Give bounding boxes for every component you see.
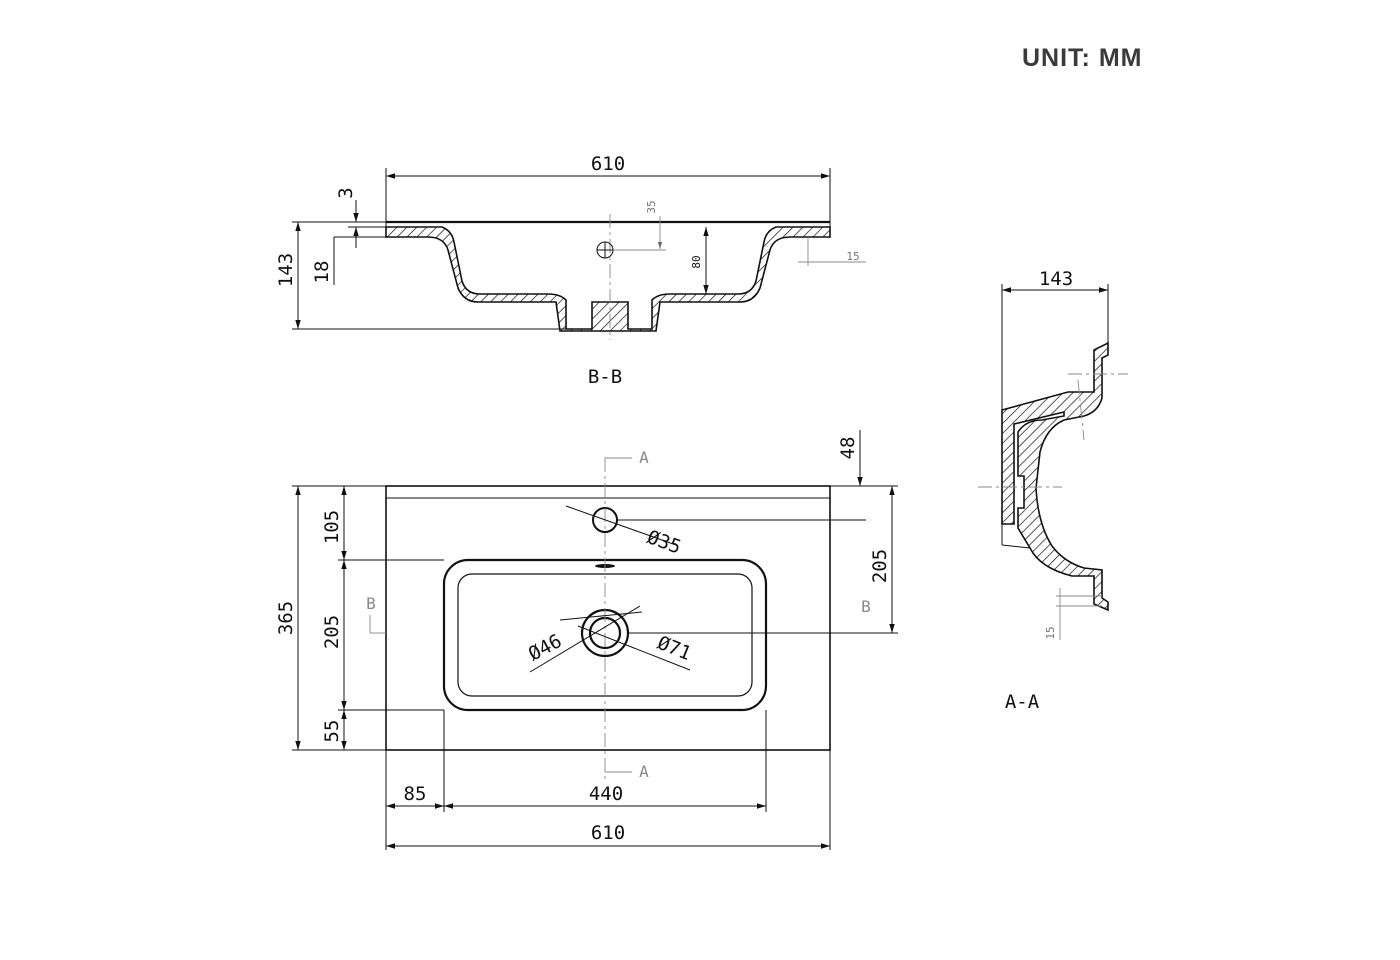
cut-b-left: B: [366, 594, 376, 613]
section-aa-tap-axis: [1077, 379, 1085, 441]
cut-a-bottom: A: [639, 762, 649, 781]
dim-55: 55: [321, 720, 343, 743]
section-aa-title: A-A: [1005, 691, 1040, 713]
unit-label: UNIT: MM: [1022, 44, 1142, 72]
dim-dia35: Ø35: [644, 526, 684, 558]
cut-b-right: B: [861, 597, 871, 616]
dim-610-top: 610: [591, 153, 625, 175]
dim-205-right: 205: [869, 549, 891, 583]
dim-dia71-leader: [577, 625, 691, 671]
dim-dia35-leader: [565, 505, 677, 546]
dim-205-left: 205: [321, 615, 343, 649]
dim-610-bottom: 610: [591, 822, 625, 844]
dim-48: 48: [837, 437, 859, 460]
dim-440: 440: [589, 783, 623, 805]
dim-3: 3: [335, 187, 357, 198]
dim-85: 85: [404, 783, 427, 805]
dim-35: 35: [645, 200, 658, 213]
plan-view: A A B B 48 205 365 105 205 55 Ø35: [275, 430, 898, 850]
section-bb-view: 610 143 18 3 35 80 15 B-B: [275, 153, 866, 388]
dim-dia46-leader: [529, 605, 641, 673]
section-aa-bottom-edge: [1001, 544, 1031, 549]
dim-dia71: Ø71: [654, 632, 694, 665]
dim-105: 105: [321, 510, 343, 544]
dim-80: 80: [690, 255, 703, 268]
dim-143-aa: 143: [1039, 268, 1073, 290]
section-bb-title: B-B: [588, 366, 622, 388]
dim-18: 18: [311, 261, 333, 284]
dim-365: 365: [275, 601, 297, 635]
section-bb-shell: [385, 226, 831, 332]
dim-15-aa: 15: [1044, 626, 1057, 639]
section-aa-view: 143 15 A-A: [978, 268, 1128, 713]
section-aa-shell: [1001, 341, 1109, 612]
plan-outer-outline: [385, 485, 831, 751]
dim-15-bb: 15: [846, 250, 859, 263]
cut-a-top: A: [639, 448, 649, 467]
dim-dia46: Ø46: [525, 630, 566, 666]
dim-143-bb: 143: [275, 253, 297, 287]
